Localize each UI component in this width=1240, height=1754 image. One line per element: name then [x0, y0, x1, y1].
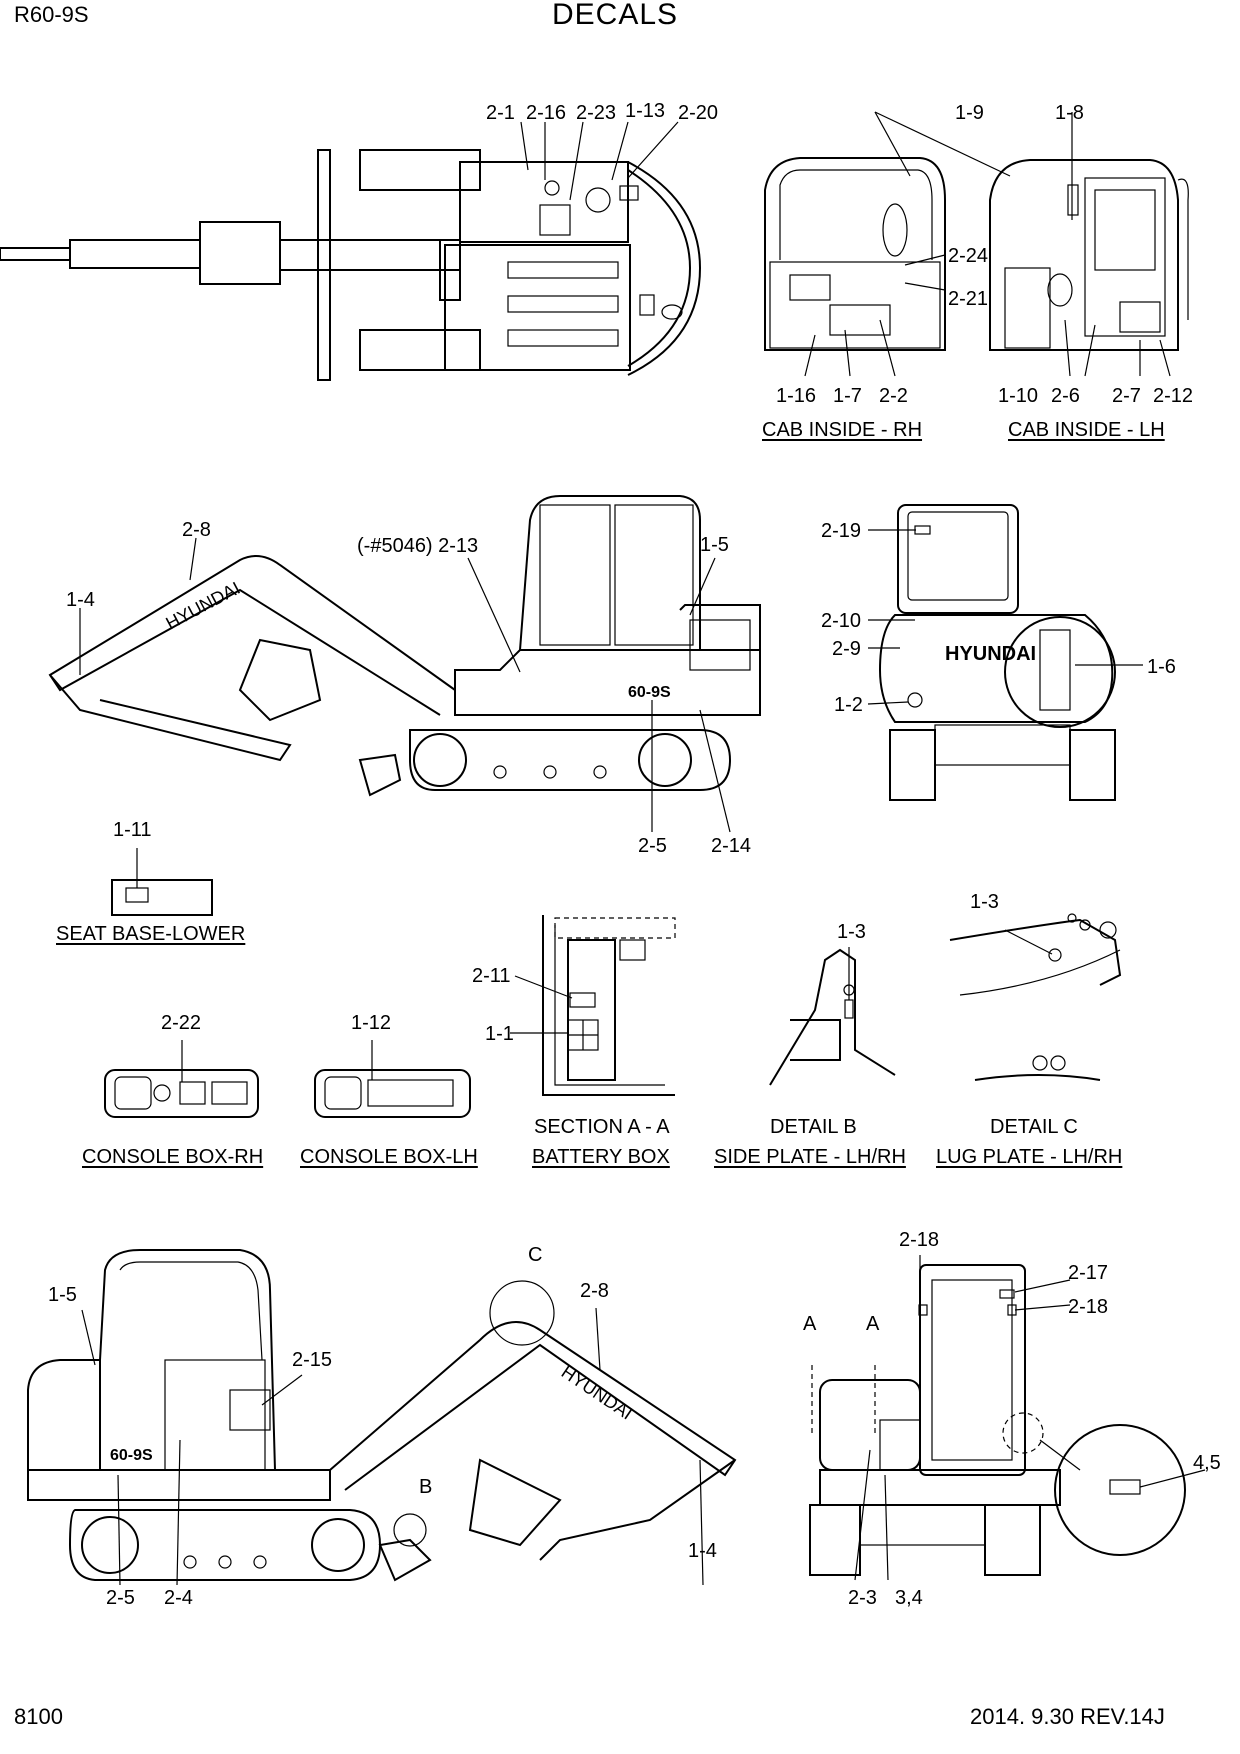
callout-label: 2-20 — [678, 102, 719, 124]
callout-label: 1-11 — [113, 819, 152, 841]
callout-label: 1-13 — [625, 100, 666, 122]
page-title: DECALS — [552, 0, 679, 31]
page-number: 8100 — [14, 1704, 63, 1729]
callout-label: 2-14 — [711, 835, 752, 857]
callout-label: 1-3 — [970, 891, 999, 913]
right-boom-brand: HYUNDAI — [162, 578, 243, 634]
front-view-drawing — [809, 1255, 1206, 1581]
callout-label: 2-18 — [899, 1229, 940, 1251]
console-lh-caption: CONSOLE BOX-LH — [300, 1146, 478, 1168]
callout-label: 1-7 — [833, 385, 862, 407]
rear-brand-text: HYUNDAI — [945, 643, 1036, 665]
callout-label: 2-10 — [821, 610, 862, 632]
left-boom-brand: HYUNDAI — [558, 1362, 636, 1424]
callout-label: 2-1 — [486, 102, 515, 124]
console-lh-drawing — [314, 1040, 471, 1118]
cab-rh-drawing — [764, 111, 1011, 377]
lug-plate-caption: LUG PLATE - LH/RH — [936, 1146, 1123, 1168]
callout-label: 2-24 — [948, 245, 989, 267]
model-code: R60-9S — [14, 2, 89, 27]
left-side-drawing: HYUNDAI 60-9S — [27, 1249, 737, 1586]
callout-label: 2-8 — [580, 1280, 609, 1302]
callout-label: 1-9 — [955, 102, 984, 124]
callout-label: 2-18 — [1068, 1296, 1109, 1318]
callout-label: 2-5 — [638, 835, 667, 857]
callout-label: 2-15 — [292, 1349, 333, 1371]
seat-base-caption: SEAT BASE-LOWER — [56, 923, 246, 945]
top-view-drawing — [0, 121, 702, 381]
callout-label: 2-19 — [821, 520, 862, 542]
detail-b-drawing — [769, 947, 896, 1086]
callout-label: 2-4 — [164, 1587, 193, 1609]
cab-lh-drawing — [989, 112, 1189, 377]
detail-c-marker: C — [528, 1244, 543, 1266]
callout-label: 1-3 — [837, 921, 866, 943]
callout-label: 1-16 — [776, 385, 817, 407]
callout-label: 2-5 — [106, 1587, 135, 1609]
callout-label: 4,5 — [1193, 1452, 1221, 1474]
callout-label: (-#5046) 2-13 — [357, 535, 479, 557]
section-a-label: SECTION A - A — [534, 1116, 670, 1138]
callout-label: 1-10 — [998, 385, 1039, 407]
console-rh-caption: CONSOLE BOX-RH — [82, 1146, 264, 1168]
callout-label: 1-6 — [1147, 656, 1176, 678]
callout-label: 2-22 — [161, 1012, 202, 1034]
rear-view-drawing: HYUNDAI — [867, 504, 1143, 801]
callout-label: 1-4 — [688, 1540, 717, 1562]
section-a-marker: A — [866, 1313, 880, 1335]
detail-c-drawing — [949, 913, 1122, 1081]
callout-label: 1-8 — [1055, 102, 1084, 124]
section-a-marker: A — [803, 1313, 817, 1335]
callout-label: 2-11 — [472, 965, 511, 987]
battery-box-caption: BATTERY BOX — [532, 1146, 670, 1168]
detail-b-label: DETAIL B — [770, 1116, 857, 1138]
callout-label: 1-2 — [834, 694, 863, 716]
callout-label: 1-12 — [351, 1012, 392, 1034]
callout-label: 2-21 — [948, 288, 989, 310]
battery-box-drawing — [510, 915, 676, 1096]
callout-label: 2-12 — [1153, 385, 1194, 407]
cab-inside-lh-caption: CAB INSIDE - LH — [1008, 419, 1165, 441]
callout-label: 1-4 — [66, 589, 95, 611]
callout-label: 2-16 — [526, 102, 567, 124]
detail-c-label: DETAIL C — [990, 1116, 1078, 1138]
callout-label: 2-6 — [1051, 385, 1080, 407]
revision-stamp: 2014. 9.30 REV.14J — [970, 1704, 1165, 1729]
right-model-badge: 60-9S — [628, 684, 671, 701]
seat-base-drawing — [111, 848, 213, 916]
callout-label: 2-7 — [1112, 385, 1141, 407]
callout-label: 1-5 — [48, 1284, 77, 1306]
callout-label: 1-5 — [700, 534, 729, 556]
callout-label: 2-9 — [832, 638, 861, 660]
callout-label: 1-1 — [485, 1023, 514, 1045]
callout-label: 2-3 — [848, 1587, 877, 1609]
side-plate-caption: SIDE PLATE - LH/RH — [714, 1146, 906, 1168]
callout-label: 2-17 — [1068, 1262, 1109, 1284]
console-rh-drawing — [104, 1040, 259, 1118]
callout-label: 3,4 — [895, 1587, 923, 1609]
detail-b-marker: B — [419, 1476, 433, 1498]
callout-label: 2-23 — [576, 102, 617, 124]
callout-label: 2-2 — [879, 385, 908, 407]
callout-label: 2-8 — [182, 519, 211, 541]
cab-inside-rh-caption: CAB INSIDE - RH — [762, 419, 923, 441]
left-model-badge: 60-9S — [110, 1447, 153, 1464]
